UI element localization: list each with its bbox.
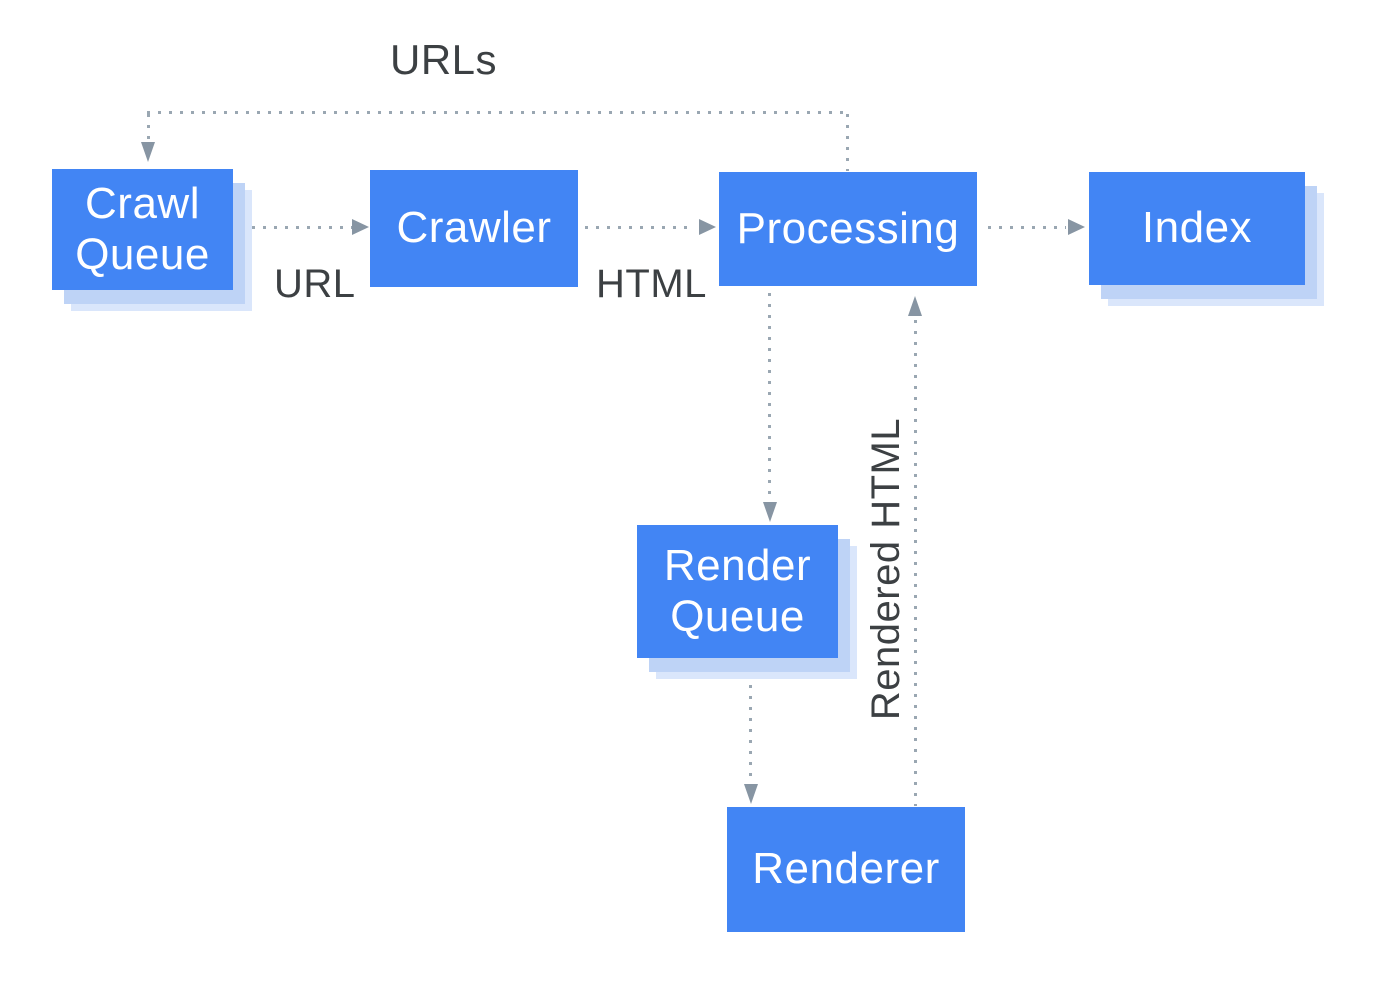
edge-crawler-to-processing (585, 226, 695, 229)
edge-processing-to-crawl-queue-right (846, 114, 849, 171)
edge-processing-to-render-queue (768, 293, 771, 500)
edge-processing-to-crawl-queue-left (147, 114, 150, 140)
node-processing-label: Processing (736, 203, 960, 253)
node-renderer-label: Renderer (752, 844, 940, 894)
arrowhead-right-icon (699, 219, 716, 235)
edge-renderer-to-processing (914, 320, 917, 806)
node-processing: Processing (719, 172, 977, 286)
node-crawl-queue: Crawl Queue (52, 169, 233, 290)
node-index-label: Index (1141, 203, 1253, 253)
node-index: Index (1089, 172, 1305, 285)
node-crawl-queue-label: Crawl Queue (75, 178, 210, 279)
edge-crawl-queue-to-crawler (252, 226, 352, 229)
node-render-queue-label: Render Queue (663, 540, 812, 641)
arrowhead-down-icon (744, 784, 758, 804)
node-renderer: Renderer (727, 807, 965, 932)
node-crawler: Crawler (370, 170, 578, 287)
edge-processing-to-index (988, 226, 1066, 229)
arrowhead-right-icon (352, 219, 369, 235)
edge-label-html: HTML (596, 262, 707, 306)
arrowhead-down-icon (141, 142, 155, 162)
arrowhead-right-icon (1068, 219, 1085, 235)
edge-label-urls: URLs (390, 36, 498, 83)
arrowhead-up-icon (908, 296, 922, 316)
node-crawler-label: Crawler (396, 203, 552, 253)
edge-label-rendered-html: Rendered HTML (863, 417, 908, 721)
edge-render-queue-to-renderer (749, 674, 752, 782)
edge-processing-to-crawl-queue-top (147, 111, 850, 114)
edge-label-url: URL (274, 262, 356, 306)
node-render-queue: Render Queue (637, 525, 838, 658)
arrowhead-down-icon (763, 502, 777, 522)
